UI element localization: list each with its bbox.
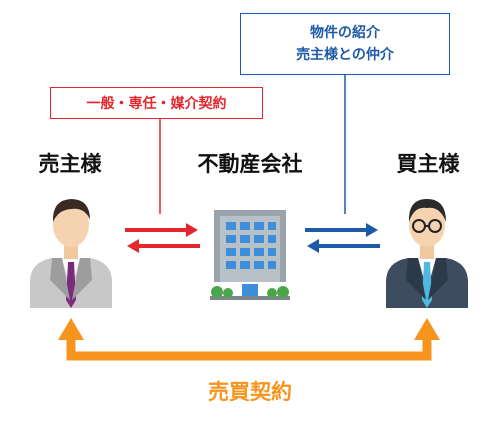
service-line-2: 売主様との仲介 [296,47,394,63]
buyer-person-icon [386,199,468,308]
service-callout-box: 物件の紹介 売主様との仲介 [240,13,450,75]
agent-buyer-arrows [305,223,380,253]
sale-contract-label: 売買契約 [208,380,292,404]
seller-person-icon [30,199,112,308]
office-building-icon [210,210,290,300]
agent-label: 不動産会社 [197,152,303,176]
buyer-label: 買主様 [396,152,460,176]
service-line-1: 物件の紹介 [310,25,380,41]
sale-contract-arrow [58,318,440,361]
seller-label: 売主様 [38,152,102,176]
contract-text: 一般・専任・媒介契約 [86,96,227,112]
seller-agent-arrows [125,223,200,253]
contract-callout-box: 一般・専任・媒介契約 [50,87,263,119]
